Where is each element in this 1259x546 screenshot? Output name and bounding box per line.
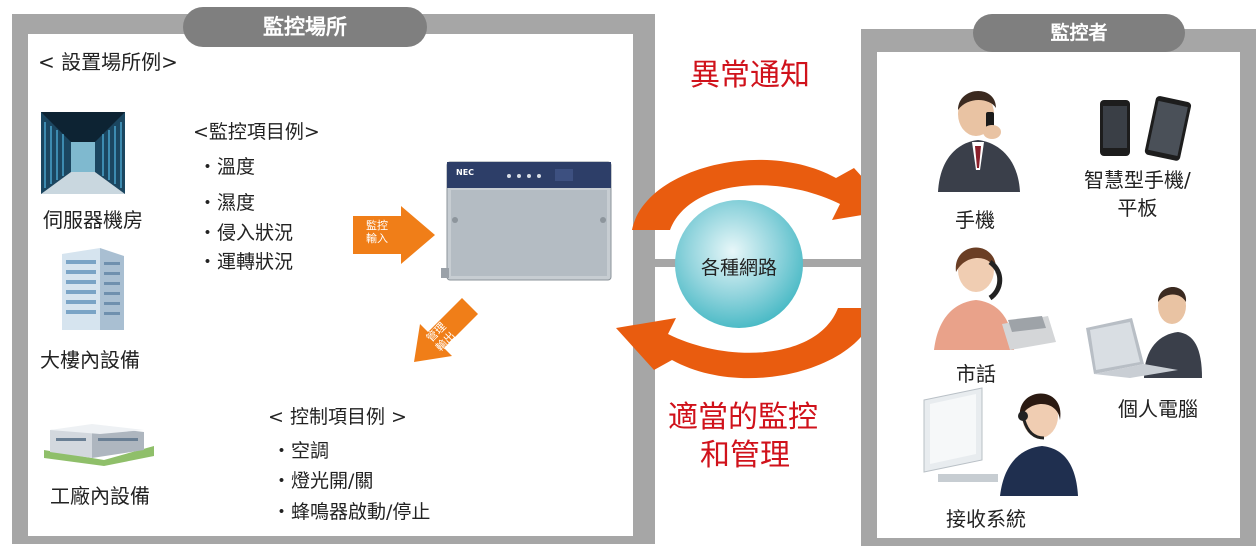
monitor-items-heading: <監控項目例> bbox=[193, 121, 320, 143]
receiver-label-smartphone: 智慧型手機/ 平板 bbox=[1084, 168, 1191, 220]
monitor-item: ・運轉狀況 bbox=[198, 251, 294, 273]
office-building-icon bbox=[60, 244, 126, 330]
network-globe bbox=[672, 197, 806, 331]
monitoring-site-panel-inner bbox=[28, 34, 633, 536]
mobile-phone-user-icon bbox=[930, 80, 1026, 192]
receiver-label-mobile: 手機 bbox=[955, 208, 995, 232]
location-label-building: 大樓內設備 bbox=[40, 348, 140, 372]
installation-example-heading: < 設置場所例> bbox=[38, 50, 178, 74]
control-items-heading: < 控制項目例 > bbox=[268, 406, 407, 428]
factory-icon bbox=[44, 420, 154, 466]
monitor-input-label: 監控 輸入 bbox=[366, 219, 388, 245]
proper-monitoring-label-line1: 適當的監控 bbox=[668, 400, 818, 435]
network-label: 各種網路 bbox=[700, 257, 777, 279]
receiver-label-receiving-system: 接收系統 bbox=[946, 507, 1026, 531]
landline-user-icon bbox=[930, 232, 1058, 350]
alert-notification-label: 異常通知 bbox=[690, 58, 810, 93]
monitoring-device bbox=[441, 160, 617, 286]
server-room-photo bbox=[41, 112, 125, 194]
pc-user-icon bbox=[1082, 278, 1202, 378]
location-label-server-room: 伺服器機房 bbox=[43, 208, 143, 232]
control-output-arrow bbox=[404, 290, 486, 370]
receiving-system-operator-icon bbox=[920, 380, 1080, 496]
monitor-item: ・侵入狀況 bbox=[198, 222, 294, 244]
monitoring-site-tab: 監控場所 bbox=[183, 7, 427, 47]
proper-monitoring-label-line2: 和管理 bbox=[700, 438, 790, 473]
control-item: ・空調 bbox=[272, 440, 330, 462]
monitor-item: ・溫度 bbox=[198, 156, 256, 178]
receiver-label-landline: 市話 bbox=[956, 362, 996, 386]
monitor-input-arrow bbox=[353, 206, 435, 264]
smartphone-tablet-icon bbox=[1098, 96, 1198, 162]
cycle-arrows bbox=[604, 138, 904, 400]
monitor-item: ・濕度 bbox=[198, 192, 256, 214]
control-item: ・蜂鳴器啟動/停止 bbox=[272, 501, 431, 523]
device-brand-label: NEC bbox=[456, 168, 475, 177]
location-label-factory: 工廠內設備 bbox=[50, 484, 150, 508]
monitoring-person-tab: 監控者 bbox=[973, 14, 1185, 52]
receiver-label-pc: 個人電腦 bbox=[1118, 397, 1198, 421]
control-item: ・燈光開/關 bbox=[272, 470, 374, 492]
